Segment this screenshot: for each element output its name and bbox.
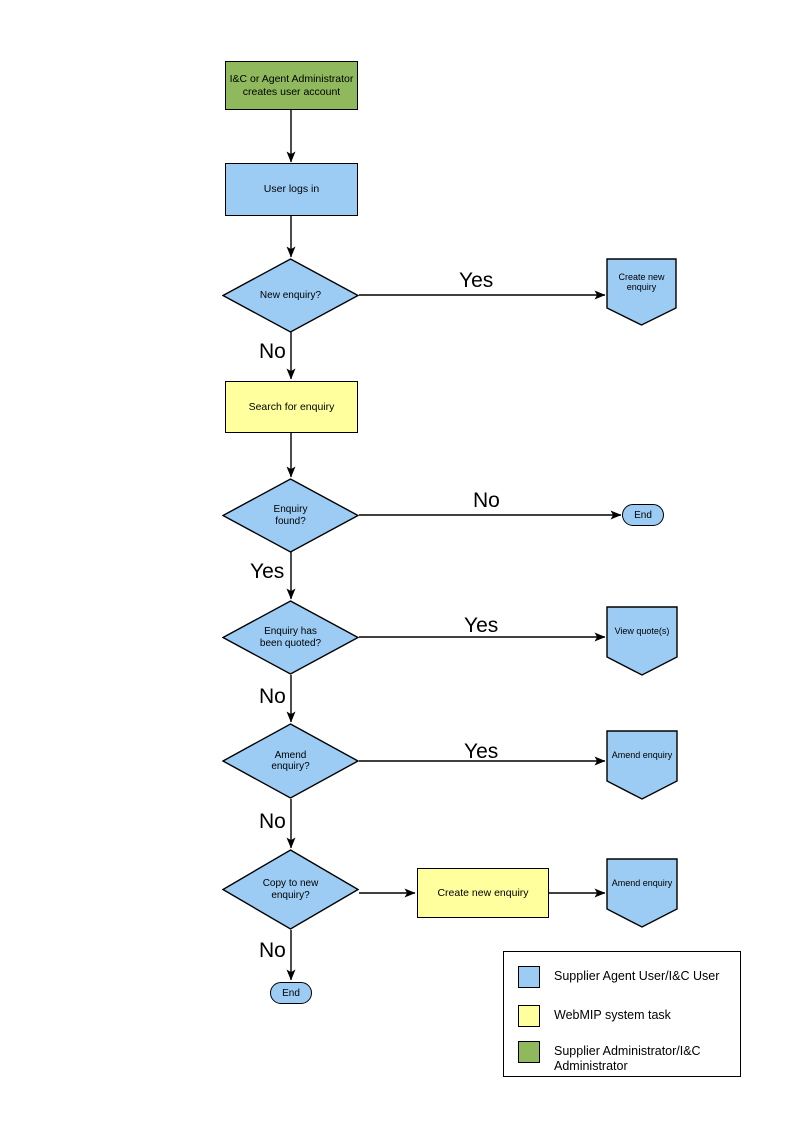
node-copy-to-new-enquiry-decision[interactable]: Copy to new enquiry? [222, 849, 359, 930]
node-label: Create new enquiry [618, 271, 665, 292]
node-label: End [282, 987, 300, 999]
legend-box: Supplier Agent User/I&C User WebMIP syst… [503, 951, 741, 1077]
node-user-logs-in[interactable]: User logs in [225, 163, 358, 216]
legend-label: WebMIP system task [554, 1008, 671, 1022]
diamond-shape [222, 478, 359, 553]
diamond-shape [222, 849, 359, 930]
node-amend-enquiry-copy[interactable]: Amend enquiry [606, 858, 678, 928]
node-label: Enquiry has been quoted? [259, 626, 322, 649]
node-view-quotes[interactable]: View quote(s) [606, 606, 678, 676]
node-end-final[interactable]: End [270, 982, 312, 1004]
node-new-enquiry-decision[interactable]: New enquiry? [222, 258, 359, 333]
node-end-not-found[interactable]: End [622, 504, 664, 526]
edge-label-quoted-yes: Yes [464, 614, 499, 637]
manual-operation-shape [606, 258, 677, 326]
legend-label: Supplier Agent User/I&C User [554, 969, 720, 983]
legend-swatch-green [518, 1041, 540, 1063]
node-label: Search for enquiry [248, 400, 335, 413]
legend-label: Supplier Administrator/I&C Administrator [554, 1044, 701, 1073]
manual-operation-shape [606, 606, 678, 676]
node-label: Amend enquiry [611, 749, 673, 760]
legend-swatch-blue [518, 966, 540, 988]
edge-label-new-enquiry-yes: Yes [459, 269, 494, 292]
edge-label-enquiry-found-no: No [473, 489, 500, 512]
node-search-for-enquiry[interactable]: Search for enquiry [225, 381, 358, 433]
node-label: View quote(s) [614, 625, 670, 636]
node-label: User logs in [263, 183, 320, 196]
node-label: Copy to new enquiry? [262, 878, 319, 901]
legend-item-webmip-system-task: WebMIP system task [518, 1005, 671, 1027]
manual-operation-shape [606, 858, 678, 928]
diamond-shape [222, 723, 359, 799]
node-amend-enquiry-action[interactable]: Amend enquiry [606, 730, 678, 800]
node-label: New enquiry? [259, 289, 322, 301]
node-amend-enquiry-decision[interactable]: Amend enquiry? [222, 723, 359, 799]
diamond-shape [222, 258, 359, 333]
edge-label-amend-no: No [259, 810, 286, 833]
node-label: I&C or Agent Administrator creates user … [229, 73, 354, 98]
diamond-shape [222, 600, 359, 675]
node-label: Amend enquiry [611, 877, 673, 888]
node-label: Enquiry found? [273, 504, 308, 527]
edge-label-quoted-no: No [259, 685, 286, 708]
edge-label-enquiry-found-yes: Yes [250, 560, 285, 583]
node-admin-creates-account[interactable]: I&C or Agent Administrator creates user … [225, 61, 358, 110]
node-label: Amend enquiry? [271, 749, 310, 773]
edge-label-new-enquiry-no: No [259, 340, 286, 363]
node-create-new-enquiry-manual[interactable]: Create new enquiry [606, 258, 677, 326]
node-enquiry-found-decision[interactable]: Enquiry found? [222, 478, 359, 553]
legend-item-supplier-administrator: Supplier Administrator/I&C Administrator [518, 1041, 701, 1074]
legend-swatch-yellow [518, 1005, 540, 1027]
node-enquiry-quoted-decision[interactable]: Enquiry has been quoted? [222, 600, 359, 675]
edge-label-amend-yes: Yes [464, 740, 499, 763]
node-label: Create new enquiry [437, 886, 529, 899]
node-create-new-enquiry-task[interactable]: Create new enquiry [417, 868, 549, 918]
edge-label-copy-no: No [259, 939, 286, 962]
node-label: End [634, 509, 652, 521]
manual-operation-shape [606, 730, 678, 800]
legend-item-supplier-agent-user: Supplier Agent User/I&C User [518, 966, 719, 988]
